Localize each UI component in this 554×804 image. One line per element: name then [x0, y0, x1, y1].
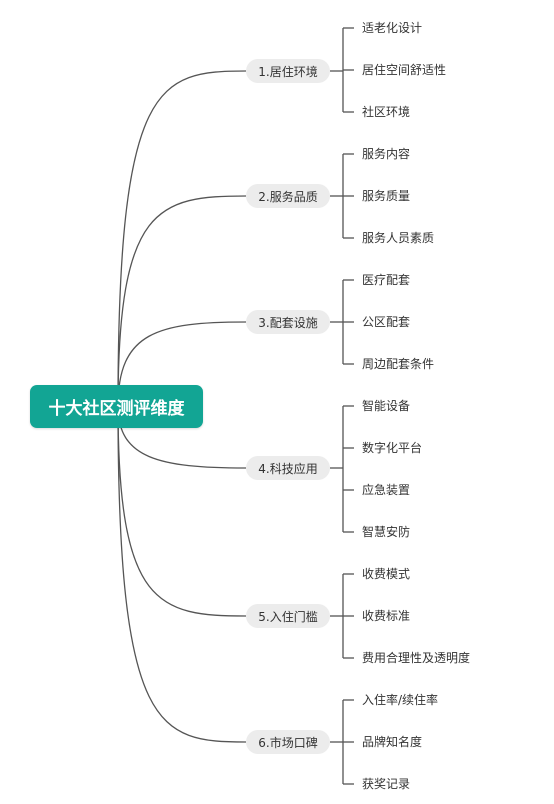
leaf-topic-4-4[interactable]: 智慧安防 — [362, 525, 411, 539]
branch-topic-4[interactable]: 4.科技应用 — [246, 456, 330, 480]
connector-root-branch-5 — [117, 405, 247, 617]
leaf-topic-3-1[interactable]: 医疗配套 — [362, 273, 411, 287]
leaf-topic-1-3[interactable]: 社区环境 — [362, 105, 411, 119]
leaf-topic-6-1[interactable]: 入住率/续住率 — [362, 693, 439, 707]
connector-root-branch-3 — [117, 321, 247, 407]
branch-topic-2[interactable]: 2.服务品质 — [246, 184, 330, 208]
leaf-topic-1-2[interactable]: 居住空间舒适性 — [362, 63, 447, 77]
branch-topic-5[interactable]: 5.入住门槛 — [246, 604, 330, 628]
leaf-topic-5-3[interactable]: 费用合理性及透明度 — [362, 651, 471, 665]
leaf-topic-4-3[interactable]: 应急装置 — [362, 483, 411, 497]
root-topic[interactable]: 十大社区测评维度 — [30, 385, 203, 428]
leaf-topic-5-1[interactable]: 收费模式 — [362, 567, 411, 581]
leaf-topic-5-2[interactable]: 收费标准 — [362, 609, 411, 623]
leaf-topic-6-3[interactable]: 获奖记录 — [362, 777, 411, 791]
branch-topic-6[interactable]: 6.市场口碑 — [246, 730, 330, 754]
connector-root-branch-2 — [117, 195, 247, 407]
leaf-topic-6-2[interactable]: 品牌知名度 — [362, 735, 423, 749]
leaf-topic-3-3[interactable]: 周边配套条件 — [362, 357, 435, 371]
connector-root-branch-1 — [117, 70, 247, 407]
leaf-topic-4-1[interactable]: 智能设备 — [362, 399, 411, 413]
leaf-topic-2-1[interactable]: 服务内容 — [362, 147, 411, 161]
leaf-topic-2-3[interactable]: 服务人员素质 — [362, 231, 435, 245]
branch-topic-1[interactable]: 1.居住环境 — [246, 59, 330, 83]
leaf-topic-4-2[interactable]: 数字化平台 — [362, 441, 423, 455]
branch-topic-3[interactable]: 3.配套设施 — [246, 310, 330, 334]
leaf-topic-1-1[interactable]: 适老化设计 — [362, 21, 423, 35]
connector-root-branch-6 — [117, 405, 247, 743]
leaf-topic-2-2[interactable]: 服务质量 — [362, 189, 411, 203]
leaf-topic-3-2[interactable]: 公区配套 — [362, 315, 411, 329]
